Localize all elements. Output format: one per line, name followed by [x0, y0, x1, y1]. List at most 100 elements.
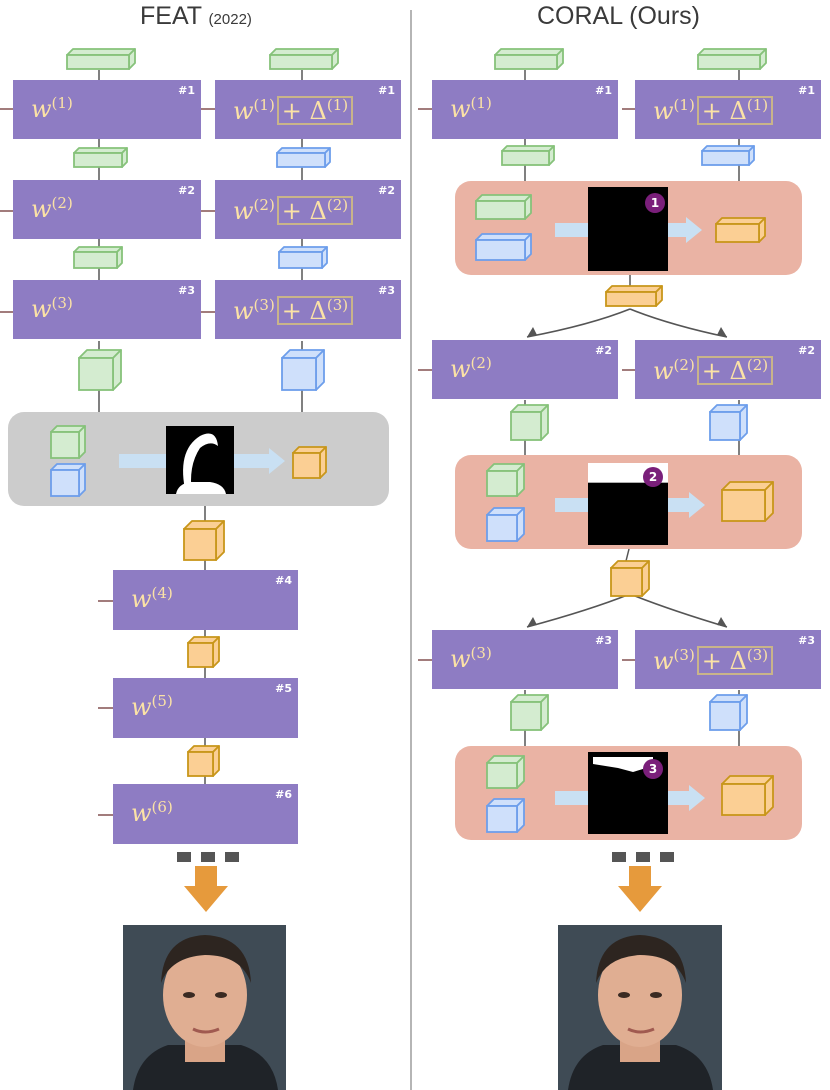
cube-icon-0 [66, 48, 136, 70]
feat-delta-block-2-weight-label: w(2)+ Δ(2) [233, 196, 354, 225]
cube-icon-2-front [73, 152, 123, 168]
feat-block-6-number: #6 [275, 788, 292, 801]
feat-block-3: w(3)#3 [13, 280, 201, 339]
delta-symbol: Δ [729, 647, 747, 675]
cube-icon-31 [486, 798, 525, 833]
right-ellipsis-icon [612, 852, 674, 862]
weight-symbol: w [653, 357, 674, 385]
feat-block-1: w(1)#1 [13, 80, 201, 139]
cube-icon-20-front [715, 223, 760, 243]
cube-icon-29 [709, 694, 748, 731]
cube-icon-1-front [269, 54, 333, 70]
delta-box: + Δ(2) [276, 196, 354, 225]
weight-superscript: (1) [253, 96, 275, 114]
delta-superscript: (2) [746, 356, 769, 374]
split-arrow-1-right-curve [629, 308, 728, 338]
weight-superscript: (1) [673, 96, 695, 114]
cube-icon-14-top [494, 48, 564, 56]
weight-superscript: (2) [51, 194, 73, 212]
cube-icon-9-front [50, 469, 80, 497]
coral-delta-block-3: w(3)+ Δ(3)#3 [635, 630, 821, 689]
weight-superscript: (2) [673, 356, 695, 374]
cube-icon-6 [78, 349, 122, 391]
right-panel-title: CORAL (Ours) [537, 2, 700, 30]
weight-symbol: w [31, 95, 52, 123]
delta-box: + Δ(1) [696, 96, 774, 125]
coral-block-3-number: #3 [595, 634, 612, 647]
feat-block-1-number: #1 [178, 84, 195, 97]
cube-icon-7-side [315, 349, 325, 391]
weight-superscript: (1) [470, 94, 492, 112]
cube-icon-26-side [764, 481, 774, 522]
cube-icon-12 [187, 636, 220, 668]
coral-block-2-number: #2 [595, 344, 612, 357]
cube-icon-13 [187, 745, 220, 777]
cube-icon-23 [709, 404, 748, 441]
cube-icon-7 [281, 349, 325, 391]
coral-block-1: w(1) #1 [432, 80, 618, 139]
coral-fusion-arrow-1-head [686, 217, 702, 243]
left-output-face-photo [123, 925, 286, 1090]
cube-icon-25-front [486, 514, 518, 542]
weight-symbol: w [131, 693, 152, 721]
weight-superscript: (3) [470, 644, 492, 662]
cube-icon-22-front [510, 411, 542, 441]
delta-symbol: Δ [309, 297, 327, 325]
cube-icon-6-side [112, 349, 122, 391]
cube-icon-13-front [187, 751, 214, 777]
cube-icon-25-side [516, 507, 525, 542]
cube-icon-4-front [73, 251, 118, 269]
cube-icon-15-top [697, 48, 767, 56]
cube-icon-8 [50, 425, 86, 459]
cube-icon-17 [701, 145, 755, 166]
coral-delta-block-2-weight-label: w(2)+ Δ(2) [653, 356, 774, 385]
cube-icon-3 [276, 147, 331, 168]
delta-box: + Δ(3) [276, 296, 354, 325]
cube-icon-11 [183, 520, 225, 561]
cube-icon-24 [486, 463, 525, 497]
fusion-step-badge-1: 1 [645, 193, 665, 213]
split-arrow-2-left-head [527, 617, 537, 627]
delta-superscript: (2) [326, 196, 349, 214]
right-face-photo [558, 925, 722, 1090]
cube-icon-0-front [66, 54, 130, 70]
cube-icon-5-front [278, 251, 323, 269]
split-arrow-1-left-head [527, 327, 537, 337]
cube-icon-29-side [739, 694, 748, 731]
cube-icon-29-front [709, 701, 741, 731]
weight-symbol: w [131, 585, 152, 613]
plus-sign: + [701, 357, 730, 385]
cube-icon-26 [721, 481, 774, 522]
weight-superscript: (3) [51, 294, 73, 312]
cube-icon-30-front [486, 762, 518, 789]
left-title-year: (2022) [208, 11, 252, 28]
weight-superscript: (3) [673, 646, 695, 664]
weight-symbol: w [233, 97, 254, 125]
plus-sign: + [701, 97, 730, 125]
cube-icon-10-front [292, 452, 321, 479]
weight-superscript: (3) [253, 296, 275, 314]
cube-icon-21-front [605, 291, 657, 307]
coral-block-1-weight-label: w(1) [450, 94, 492, 122]
cube-icon-16-front [501, 150, 550, 166]
cube-icon-17-front [701, 150, 750, 166]
coral-block-1-number: #1 [595, 84, 612, 97]
cube-icon-9-side [78, 463, 86, 497]
feat-delta-block-3-number: #3 [378, 284, 395, 297]
cube-icon-12-front [187, 642, 214, 668]
feat-mask-icon [166, 426, 234, 494]
delta-superscript: (1) [326, 96, 349, 114]
cube-icon-19 [475, 233, 532, 261]
cube-icon-21 [605, 285, 663, 307]
delta-superscript: (1) [746, 96, 769, 114]
cube-icon-9 [50, 463, 86, 497]
feat-mask-icon-hair [183, 433, 218, 494]
cube-icon-7-front [281, 357, 317, 391]
cube-icon-31-side [516, 798, 525, 833]
weight-symbol: w [653, 97, 674, 125]
delta-symbol: Δ [729, 357, 747, 385]
coral-delta-block-1-number: #1 [798, 84, 815, 97]
coral-block-3: w(3)#3 [432, 630, 618, 689]
cube-icon-27 [610, 560, 650, 597]
